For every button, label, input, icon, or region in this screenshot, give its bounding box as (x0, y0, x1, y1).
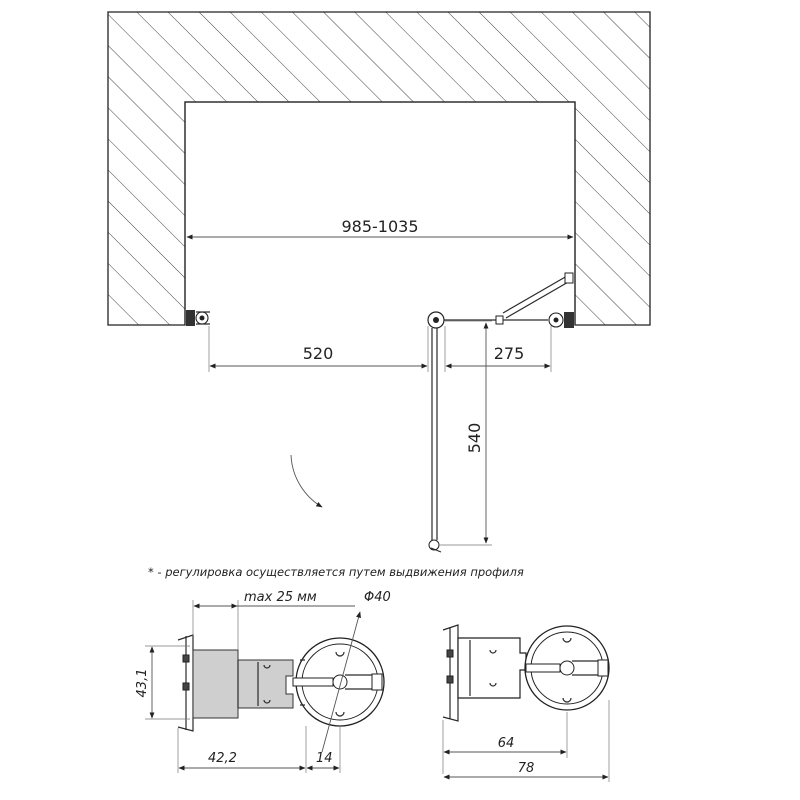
detail-left: max 25 мм Φ40 43,1 42,2 14 (135, 590, 391, 773)
support-bar (502, 272, 574, 319)
swing-direction-arrow (290, 454, 323, 508)
adjustment-note: * - регулировка осуществляется путем выд… (148, 565, 524, 579)
max-adjust-label: max 25 мм (244, 590, 317, 605)
door-width-label: 540 (465, 423, 484, 454)
fixed-width-dimension: 520 (209, 344, 428, 369)
wall-niche (107, 11, 651, 326)
width-outer-label: 78 (518, 761, 535, 776)
door-leaf-open (428, 328, 442, 553)
diameter-label: Φ40 (364, 590, 391, 605)
opening-width-dimension: 985-1035 (186, 217, 574, 240)
depth-label: 42,2 (208, 751, 237, 766)
opening-width-label: 985-1035 (341, 217, 418, 236)
detail-right: 64 78 (442, 624, 610, 782)
width-inner-label: 64 (498, 736, 515, 751)
fixed-width-label: 520 (303, 344, 334, 363)
offset-width-label: 275 (494, 344, 525, 363)
offset-width-dimension: 275 (445, 344, 551, 369)
left-wall-fitting (186, 310, 210, 326)
door-width-dimension: 540 (465, 322, 489, 544)
extension-lines (208, 320, 552, 546)
center-hinge (427, 311, 548, 329)
height-label: 43,1 (135, 669, 150, 698)
right-wall-fitting (548, 312, 574, 328)
offset-label: 14 (316, 751, 333, 766)
